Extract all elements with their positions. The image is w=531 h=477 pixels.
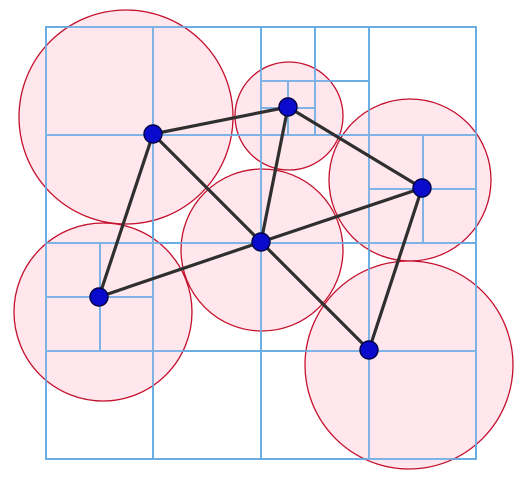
disk-left	[13, 222, 193, 402]
disk-top-left	[18, 9, 234, 225]
disk-bottom-right	[304, 260, 514, 470]
graph-edge	[259, 240, 371, 352]
graph-node	[412, 178, 432, 198]
graph-edge	[151, 132, 263, 244]
graph-edge	[259, 186, 424, 244]
graph-node	[143, 124, 163, 144]
graph-edge	[97, 240, 263, 299]
graph-edge	[286, 105, 424, 190]
graph-edge	[259, 105, 290, 244]
graph-node	[359, 340, 379, 360]
graph-edge	[367, 186, 424, 352]
graph-node	[251, 232, 271, 252]
edge-layer	[97, 105, 424, 352]
graph-node	[278, 97, 298, 117]
graph-edge	[151, 105, 290, 136]
graph-node	[89, 287, 109, 307]
node-layer	[89, 97, 432, 360]
graph-edge	[97, 132, 155, 299]
